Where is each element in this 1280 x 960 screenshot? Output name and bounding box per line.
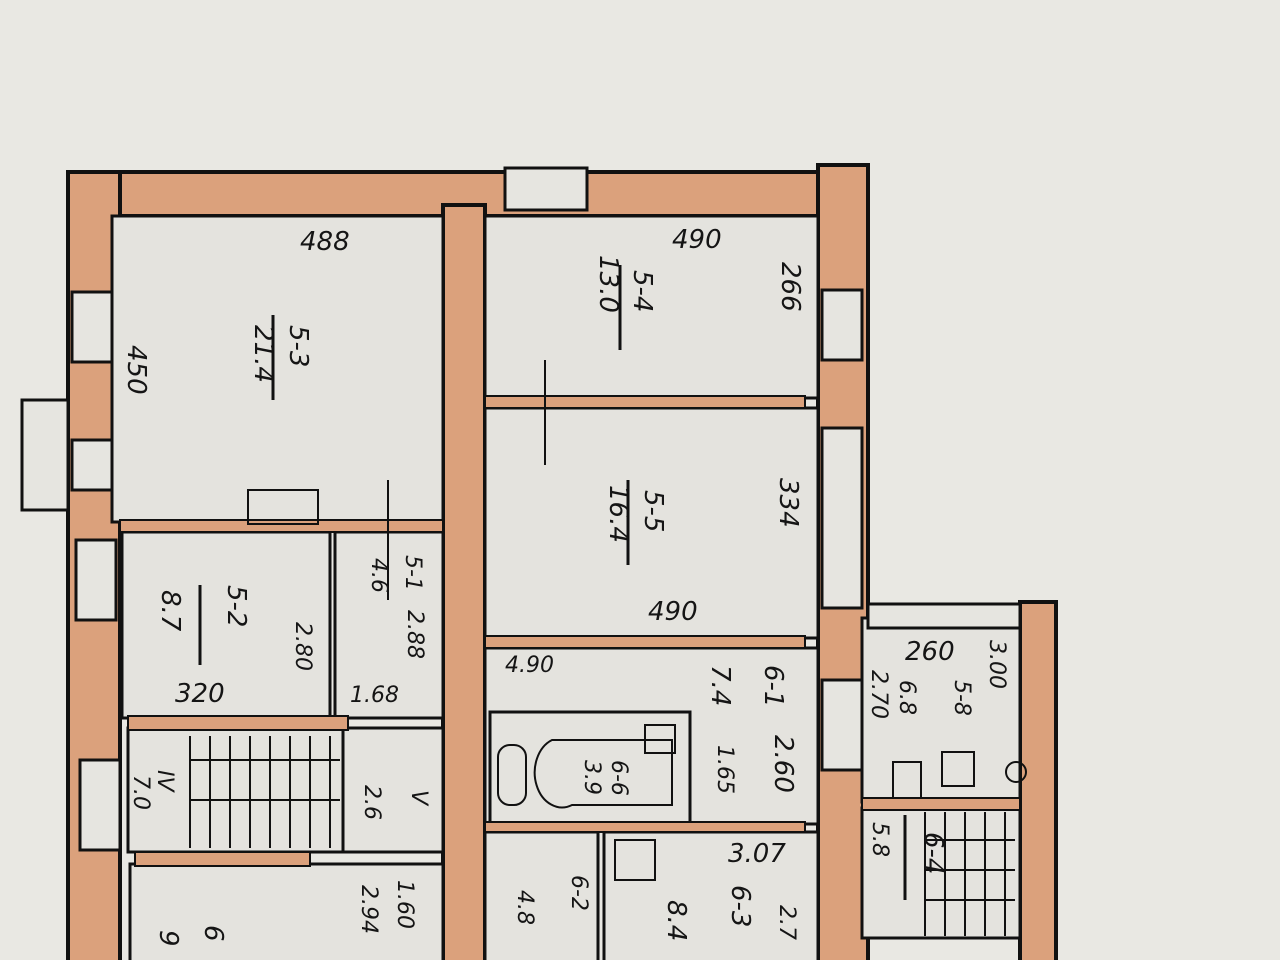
window [503,166,589,212]
window [820,678,864,772]
window [70,438,114,492]
room-id: 5-1 [400,555,425,591]
room-area: 6.8 [894,680,919,715]
sink-icon [247,489,319,525]
room-id: V [406,790,431,807]
dim-label: 2.94 [356,885,381,934]
room-5-5 [483,406,820,640]
dim-label: 260 [905,637,955,667]
room-area: 13.0 [593,255,623,313]
dim-label: 2.70 [866,670,891,719]
room-area: 3.9 [579,760,604,795]
windows [20,166,1022,852]
sink-icon [892,761,922,799]
partitions [119,395,1021,867]
balcony-window [866,602,1022,630]
balcony-wall [1018,600,1058,960]
bathtub-icon [533,739,673,809]
dim-label: 450 [121,345,151,395]
dim-label: 1.68 [350,683,399,708]
room-6-2 [483,830,600,960]
room-area: 7.0 [128,775,153,810]
dim-label: 320 [175,679,225,709]
room-area: 9 [153,930,183,947]
window [820,288,864,362]
dim-label: 1.65 [712,745,737,794]
labels: 488 450 21.4 5-3 490 266 13.0 5-4 334 49… [121,225,1009,947]
room-area: 8.7 [155,590,185,632]
dim-label: 4.90 [505,653,554,678]
dim-label: 490 [672,225,722,255]
toilet-icon [497,744,527,806]
room-id: 5-2 [221,585,251,627]
room-id: 5-4 [627,270,657,312]
dim-label: 2.60 [768,735,798,793]
room-id: 6-4 [918,832,948,874]
room-6-3 [602,830,820,960]
dim-label: 490 [648,597,698,627]
dim-label: 2.88 [402,610,427,659]
room-id: 6-6 [606,760,631,796]
dim-label: 3.00 [984,640,1009,689]
room-id: 5-8 [949,680,974,716]
window [78,758,122,852]
room-id: 5-3 [283,325,313,367]
room-5-2 [120,530,332,720]
dim-label: 334 [773,478,803,528]
dim-label: 2.80 [290,622,315,671]
room-id: 5-5 [638,490,668,532]
room-id: 6-3 [725,885,755,927]
balcony-bay [20,398,70,512]
gas-meter-icon [1005,761,1027,783]
room-id: 6-2 [566,875,591,911]
dim-label: 266 [775,262,805,312]
stove-icon [941,751,975,787]
stove-icon [614,839,656,881]
room-area: 4.6 [366,558,391,593]
room-6 [128,862,445,960]
dim-label: 2.7 [774,905,799,940]
central-wall [441,203,487,960]
room-6-4 [860,806,1022,940]
room-area: 2.6 [359,785,384,820]
window [820,426,864,610]
room-id: 6-1 [758,665,788,707]
room-area: 5.8 [867,822,892,857]
window [70,290,114,364]
room-area: 8.4 [661,900,691,941]
stairs [189,736,1015,936]
sink-icon [644,724,676,754]
room-id: IV [152,770,177,793]
dim-label: 488 [300,227,350,257]
window [74,538,118,622]
dim-label: 3.07 [728,839,786,869]
room-id: 6 [198,925,228,942]
dim-label: 1.60 [392,880,417,929]
room-V [341,726,445,854]
room-area: 4.8 [512,890,537,925]
fixtures [247,360,1027,881]
room-area: 7.4 [705,665,735,706]
